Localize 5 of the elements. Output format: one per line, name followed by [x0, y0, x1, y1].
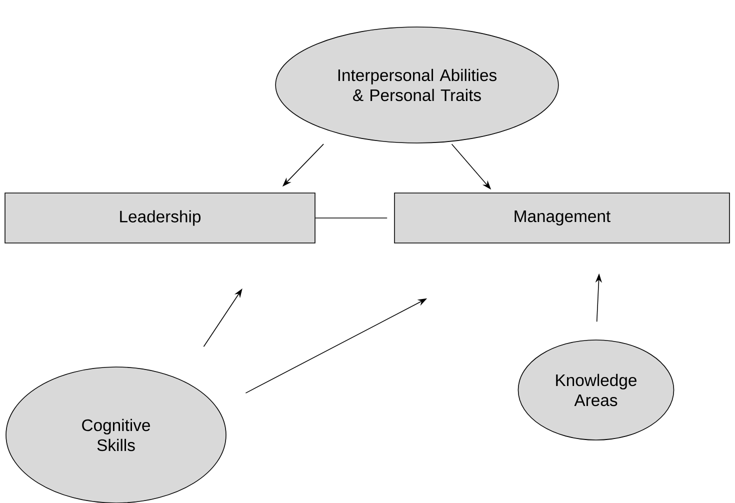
process-box: Management [394, 192, 730, 244]
process-box: Leadership [4, 192, 316, 244]
ellipse-node: Cognitive Skills [6, 366, 226, 503]
ellipse-node: Knowledge Areas [518, 340, 674, 440]
ellipse-node: Interpersonal Abilities & Personal Traits [275, 26, 559, 144]
